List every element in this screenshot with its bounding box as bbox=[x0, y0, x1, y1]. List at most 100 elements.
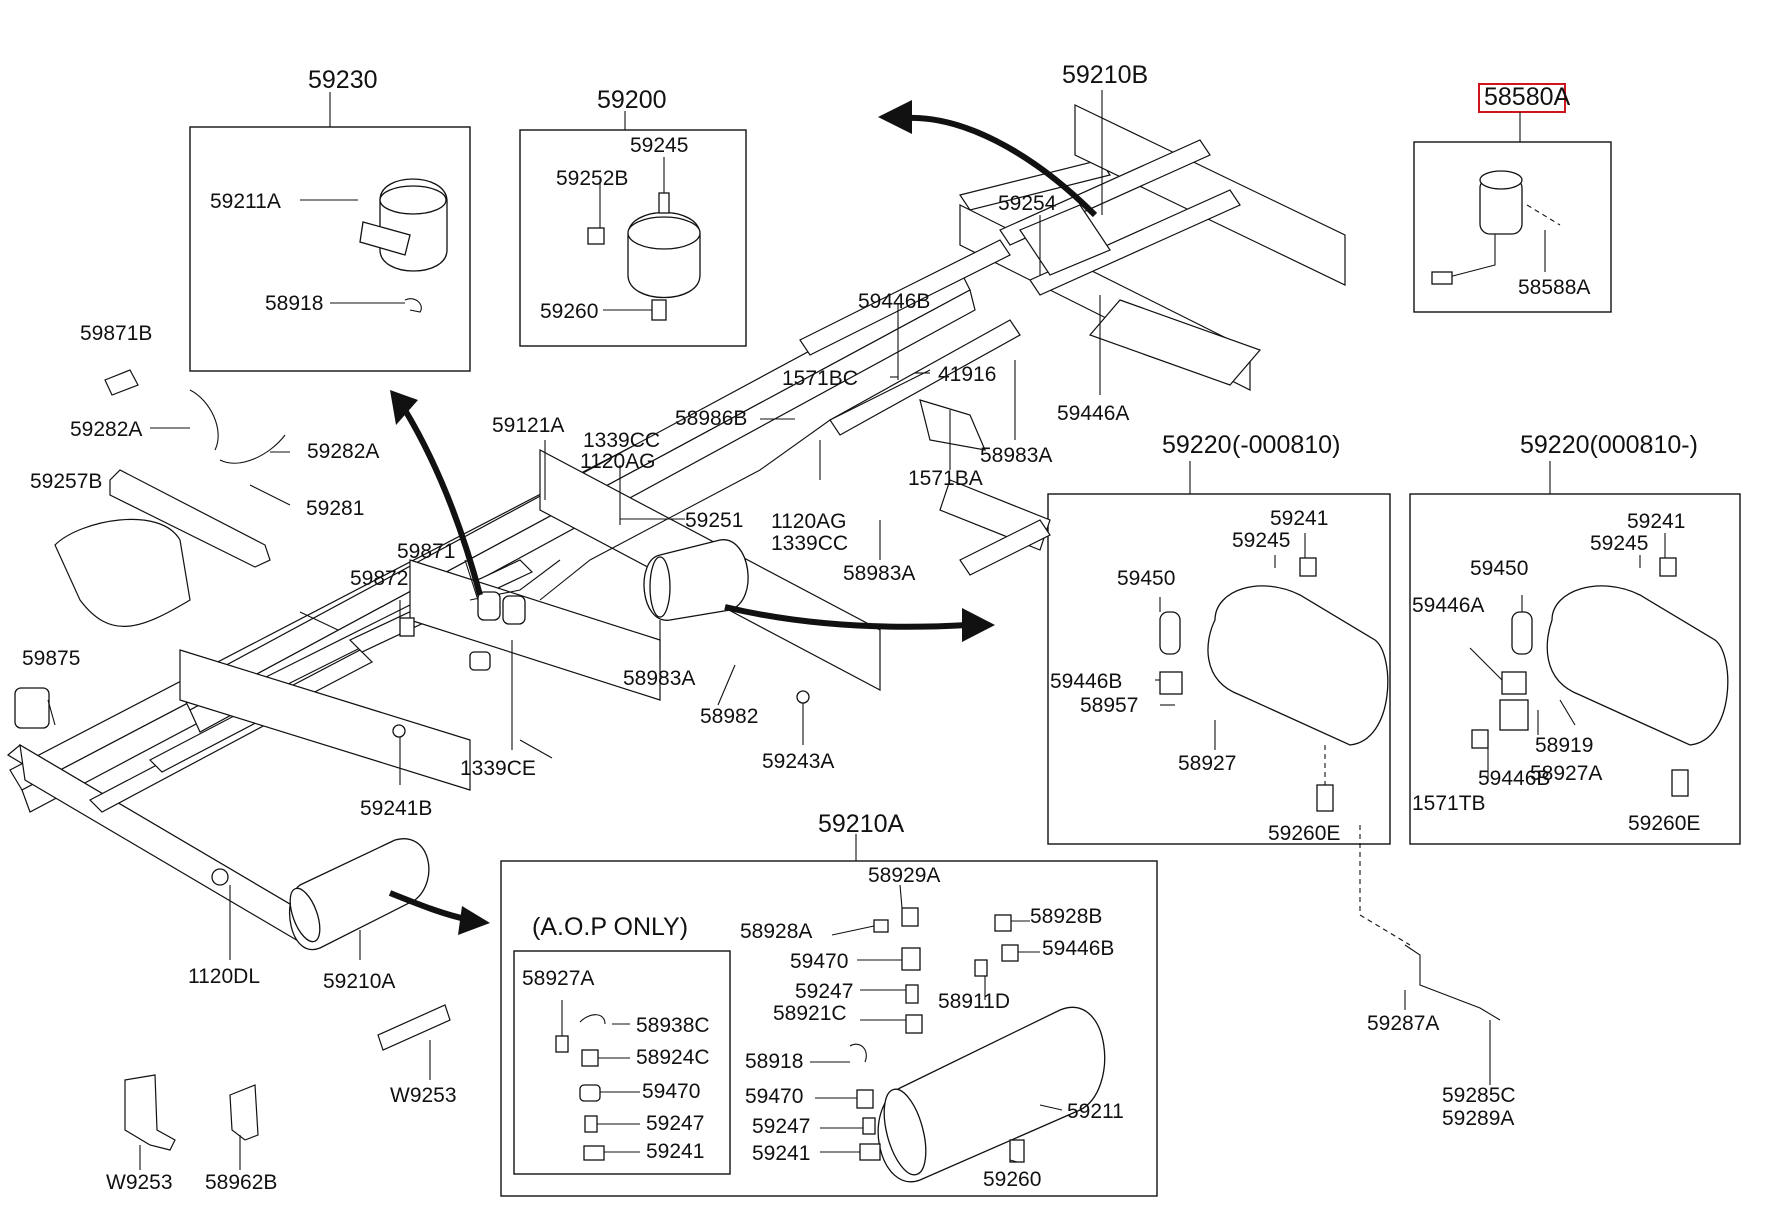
label-59247[interactable]: 59247 bbox=[795, 980, 853, 1003]
label-59287A[interactable]: 59287A bbox=[1367, 1012, 1439, 1035]
label-W9253[interactable]: W9253 bbox=[390, 1084, 457, 1107]
label-59450-b[interactable]: 59450 bbox=[1470, 557, 1528, 580]
label-58983A[interactable]: 58983A bbox=[980, 444, 1052, 467]
sensor-58580A bbox=[1431, 170, 1561, 285]
label-59211A[interactable]: 59211A bbox=[210, 190, 281, 213]
bracket-W9253-a bbox=[377, 1004, 451, 1051]
bracket-59871B bbox=[104, 369, 139, 396]
valve-assembly-59871 bbox=[399, 591, 526, 671]
label-W9253-b[interactable]: W9253 bbox=[106, 1171, 173, 1194]
label-58921C[interactable]: 58921C bbox=[773, 1002, 847, 1025]
label-59285C[interactable]: 59285C bbox=[1442, 1084, 1516, 1107]
label-58911D[interactable]: 58911D bbox=[938, 990, 1010, 1013]
label-59281[interactable]: 59281 bbox=[306, 497, 364, 520]
label-1571BC[interactable]: 1571BC bbox=[782, 367, 858, 390]
label-59260E-b[interactable]: 59260E bbox=[1628, 812, 1700, 835]
label-59282A-b[interactable]: 59282A bbox=[307, 440, 379, 463]
label-59121A[interactable]: 59121A bbox=[492, 414, 564, 437]
label-58924C[interactable]: 58924C bbox=[636, 1046, 710, 1069]
label-58927A-b[interactable]: 58927A bbox=[522, 967, 594, 990]
label-59243A[interactable]: 59243A bbox=[762, 750, 834, 773]
label-58928B[interactable]: 58928B bbox=[1030, 905, 1102, 928]
label-58938C[interactable]: 58938C bbox=[636, 1014, 710, 1037]
label-1120DL[interactable]: 1120DL bbox=[188, 965, 260, 988]
detail-box-58580A bbox=[1413, 141, 1612, 313]
label-41916[interactable]: 41916 bbox=[938, 363, 996, 386]
label-58983A-b[interactable]: 58983A bbox=[843, 562, 915, 585]
label-59200[interactable]: 59200 bbox=[597, 86, 667, 114]
label-59210A[interactable]: 59210A bbox=[323, 970, 395, 993]
label-1571BA[interactable]: 1571BA bbox=[908, 467, 983, 490]
label-58982[interactable]: 58982 bbox=[700, 705, 758, 728]
bracket-59287A bbox=[1404, 944, 1501, 1021]
label-59210B[interactable]: 59210B bbox=[1062, 61, 1148, 89]
label-59241[interactable]: 59241 bbox=[1270, 507, 1328, 530]
label-59289A[interactable]: 59289A bbox=[1442, 1107, 1514, 1130]
label-59245[interactable]: 59245 bbox=[630, 134, 688, 157]
label-1120AG[interactable]: 1120AG bbox=[580, 450, 656, 473]
label-58986B[interactable]: 58986B bbox=[675, 407, 747, 430]
highlight-box-58580A[interactable] bbox=[1478, 83, 1566, 113]
label-59871[interactable]: 59871 bbox=[397, 540, 455, 563]
brake-line bbox=[539, 369, 931, 601]
label-59875[interactable]: 59875 bbox=[22, 647, 80, 670]
clamp-59282A bbox=[189, 389, 219, 451]
label-58957[interactable]: 58957 bbox=[1080, 694, 1138, 717]
label-59470-c[interactable]: 59470 bbox=[745, 1085, 803, 1108]
label-59446B[interactable]: 59446B bbox=[858, 290, 930, 313]
label-58928A[interactable]: 58928A bbox=[740, 920, 812, 943]
label-58929A[interactable]: 58929A bbox=[868, 864, 940, 887]
label-58983A-c[interactable]: 58983A bbox=[623, 667, 695, 690]
label-59220-early[interactable]: 59220 bbox=[1162, 431, 1232, 459]
label-58588A[interactable]: 58588A bbox=[1518, 276, 1590, 299]
label-59257B[interactable]: 59257B bbox=[30, 470, 102, 493]
label-59220-late[interactable]: 59220(000810-) bbox=[1520, 431, 1698, 459]
label-59260-b[interactable]: 59260 bbox=[983, 1168, 1041, 1191]
label-58580A[interactable]: 58580A bbox=[1484, 83, 1571, 111]
detail-box-aop bbox=[513, 950, 731, 1175]
label-59210A-detail[interactable]: 59210A bbox=[818, 810, 905, 838]
label-59247-b[interactable]: 59247 bbox=[646, 1112, 704, 1135]
label-59230[interactable]: 59230 bbox=[308, 66, 378, 94]
label-1339CE[interactable]: 1339CE bbox=[460, 757, 536, 780]
label-59260[interactable]: 59260 bbox=[540, 300, 598, 323]
label-59245-c[interactable]: 59245 bbox=[1590, 532, 1648, 555]
label-1339CC[interactable]: 1339CC bbox=[583, 429, 660, 452]
label-1120AG-b[interactable]: 1120AG bbox=[771, 510, 847, 533]
label-59251[interactable]: 59251 bbox=[685, 509, 743, 532]
label-1571TB[interactable]: 1571TB bbox=[1412, 792, 1486, 815]
label-59446B-d[interactable]: 59446B bbox=[1042, 937, 1114, 960]
label-58927[interactable]: 58927 bbox=[1178, 752, 1236, 775]
label-59260E[interactable]: 59260E bbox=[1268, 822, 1340, 845]
label-59450[interactable]: 59450 bbox=[1117, 567, 1175, 590]
label-59470[interactable]: 59470 bbox=[790, 950, 848, 973]
label-58927A[interactable]: 58927A bbox=[1530, 762, 1602, 785]
label-59241B[interactable]: 59241B bbox=[360, 797, 432, 820]
label-59871B[interactable]: 59871B bbox=[80, 322, 152, 345]
label-59282A[interactable]: 59282A bbox=[70, 418, 142, 441]
detail-box-59220-late bbox=[1409, 493, 1741, 845]
label-59211[interactable]: 59211 bbox=[1067, 1100, 1124, 1123]
label-59245-b[interactable]: 59245 bbox=[1232, 529, 1290, 552]
bracket-58962B bbox=[229, 1084, 259, 1141]
label-59252B[interactable]: 59252B bbox=[556, 167, 628, 190]
dryer-59200 bbox=[587, 192, 701, 321]
label-59872[interactable]: 59872 bbox=[350, 567, 408, 590]
label-58962B[interactable]: 58962B bbox=[205, 1171, 277, 1194]
label-59241-b[interactable]: 59241 bbox=[1627, 510, 1685, 533]
label-58918-b[interactable]: 58918 bbox=[745, 1050, 803, 1073]
label-59470-b[interactable]: 59470 bbox=[642, 1080, 700, 1103]
label-59446A-b[interactable]: 59446A bbox=[1412, 594, 1484, 617]
label-59254[interactable]: 59254 bbox=[998, 192, 1057, 215]
air-tank-59211 bbox=[877, 1006, 1106, 1183]
label-58918[interactable]: 58918 bbox=[265, 292, 323, 315]
label-59247-c[interactable]: 59247 bbox=[752, 1115, 810, 1138]
label-58919[interactable]: 58919 bbox=[1535, 734, 1593, 757]
label-59241-c[interactable]: 59241 bbox=[646, 1140, 704, 1163]
label-59446B-b[interactable]: 59446B bbox=[1050, 670, 1122, 693]
label-1339CC-b[interactable]: 1339CC bbox=[771, 532, 848, 555]
label-59446B-c[interactable]: 59446B bbox=[1478, 767, 1550, 790]
label-59446A[interactable]: 59446A bbox=[1057, 402, 1129, 425]
label-59241-d[interactable]: 59241 bbox=[752, 1142, 810, 1165]
